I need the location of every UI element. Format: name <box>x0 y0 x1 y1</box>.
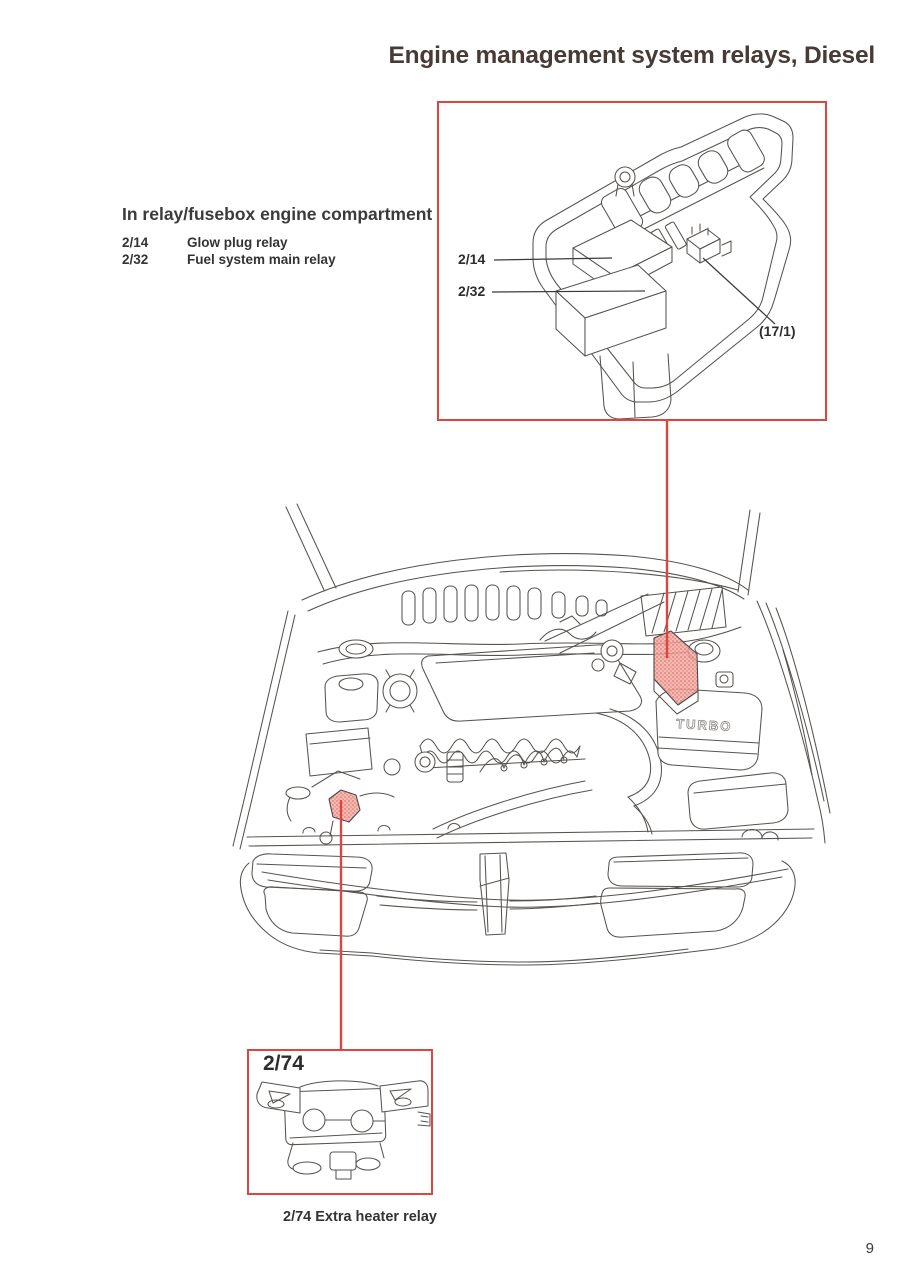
page-number: 9 <box>865 1240 874 1257</box>
leader-lines <box>491 257 776 325</box>
turbo-badge-text: TURBO <box>676 716 733 734</box>
figure-caption: 2/74 Extra heater relay <box>283 1209 437 1225</box>
leader-line-2-32 <box>491 290 646 293</box>
highlight-heater-relay-location <box>328 789 361 823</box>
legend-item: 2/14 Glow plug relay <box>122 234 432 251</box>
page-title: Engine management system relays, Diesel <box>388 42 875 69</box>
location-highlights <box>328 630 699 823</box>
engine-bay-drawing: TURBO <box>232 503 831 966</box>
legend-item: 2/32 Fuel system main relay <box>122 251 432 268</box>
legend-item-label: Glow plug relay <box>187 235 288 250</box>
fusebox-label-17-1: (17/1) <box>759 323 796 339</box>
fusebox-label-2-14: 2/14 <box>458 251 486 267</box>
highlight-fusebox-location <box>653 630 699 706</box>
callout-lines <box>339 421 669 1049</box>
legend-item-code: 2/32 <box>122 252 149 267</box>
leader-line-2-14 <box>493 257 613 261</box>
fusebox-label-2-32: 2/32 <box>458 283 486 299</box>
fusebox-inset-drawing <box>532 113 794 420</box>
legend-heading: In relay/fusebox engine compartment <box>122 204 433 224</box>
leader-line-17-1 <box>702 257 776 325</box>
heater-relay-label: 2/74 <box>263 1052 304 1075</box>
legend-block: In relay/fusebox engine compartment 2/14… <box>122 204 432 268</box>
legend-item-label: Fuel system main relay <box>187 252 336 267</box>
heater-relay-inset-drawing <box>256 1080 431 1180</box>
legend-item-code: 2/14 <box>122 235 149 250</box>
